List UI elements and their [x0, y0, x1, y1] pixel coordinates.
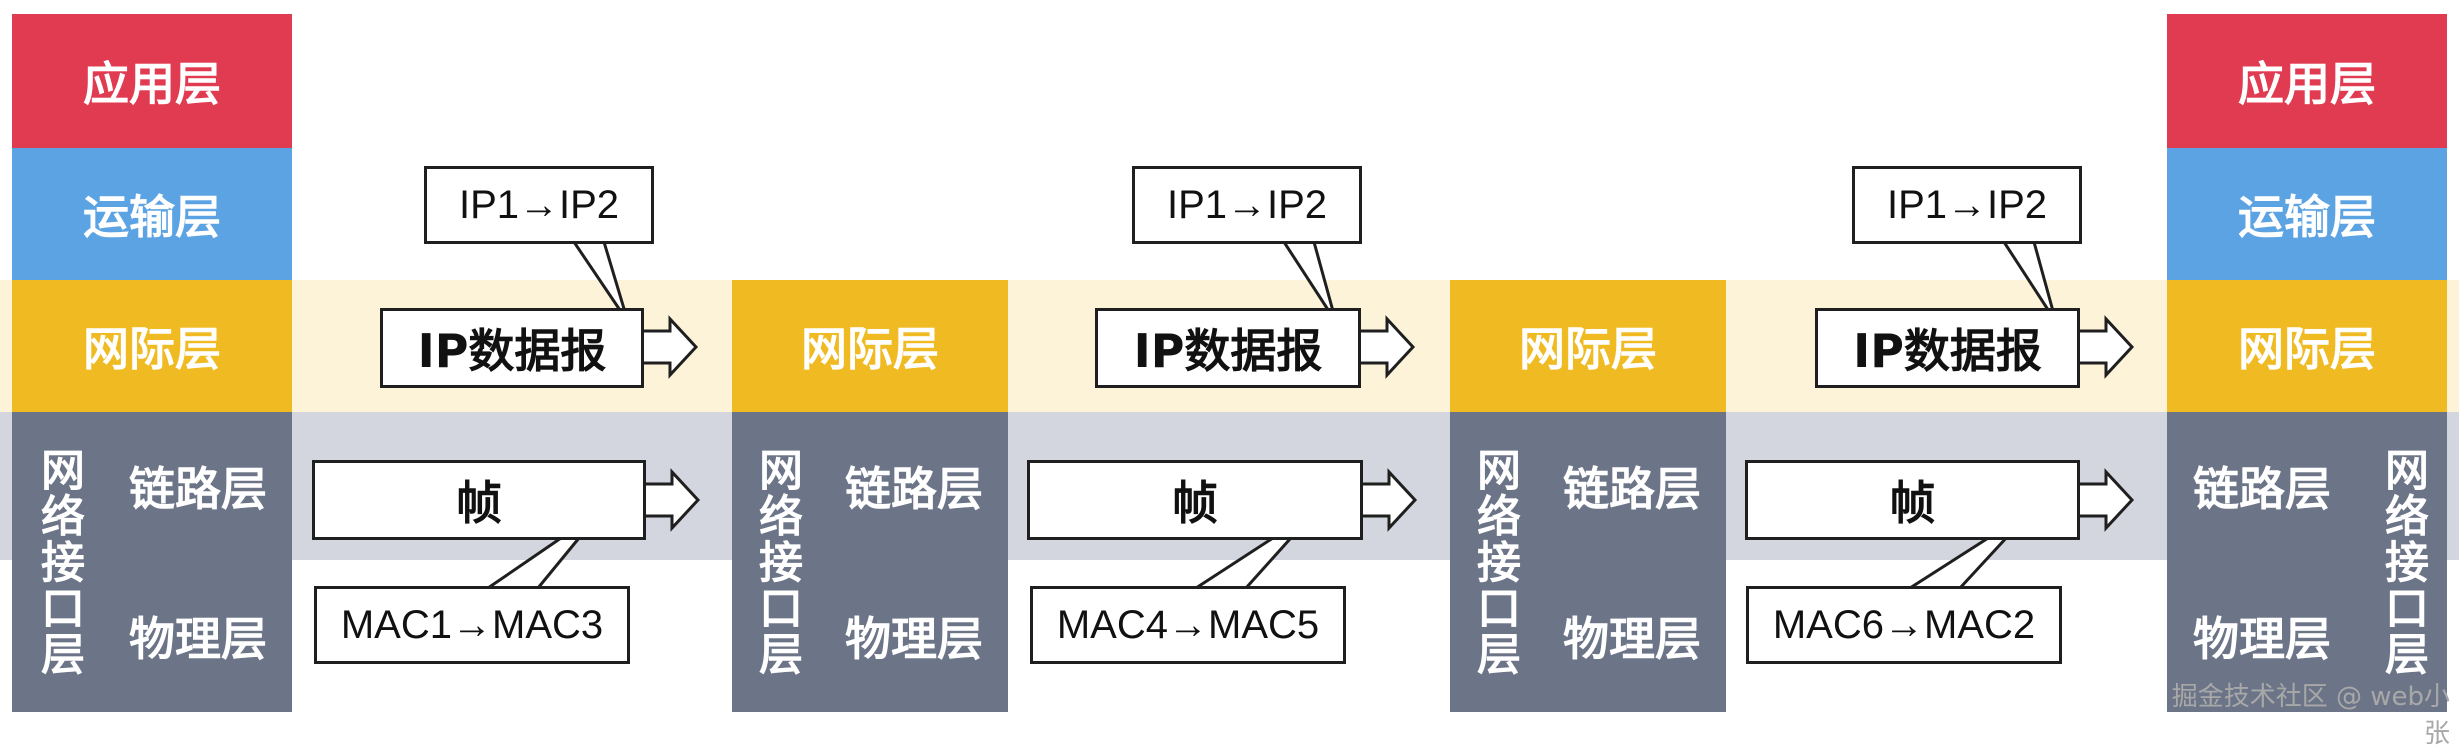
right-physical-layer: 物理层 [2167, 560, 2357, 712]
left-link-layer: 链路层 [104, 412, 292, 560]
right-transport-layer: 运输层 [2167, 148, 2447, 280]
router1-network-interface-layer: 网络接口层 [732, 412, 820, 712]
ip-arrow-1-head [640, 315, 699, 379]
right-network-interface-layer: 网络接口层 [2357, 412, 2447, 712]
ip-datagram-hop3: IP数据报 [1815, 308, 2080, 388]
ip-address-label-hop3: IP1→IP2 [1852, 166, 2082, 244]
frame-arrow-1-head [642, 468, 701, 532]
ip-address-label-hop1: IP1→IP2 [424, 166, 654, 244]
left-network-interface-layer: 网络接口层 [12, 412, 104, 712]
mac-address-label-hop1: MAC1→MAC3 [314, 586, 630, 664]
left-transport-layer: 运输层 [12, 148, 292, 280]
ip-arrow-3-head [2076, 315, 2135, 379]
router2-physical-layer: 物理层 [1538, 560, 1726, 712]
frame-arrow-2-head [1359, 468, 1418, 532]
left-application-layer: 应用层 [12, 14, 292, 148]
watermark-text: 掘金技术社区 @ web小张 [2171, 682, 2450, 749]
router1-network-layer: 网际层 [732, 280, 1008, 412]
mac-address-label-hop3: MAC6→MAC2 [1746, 586, 2062, 664]
ip-datagram-hop1: IP数据报 [380, 308, 644, 388]
ip-address-label-hop2: IP1→IP2 [1132, 166, 1362, 244]
router1-physical-layer: 物理层 [820, 560, 1008, 712]
router2-link-layer: 链路层 [1538, 412, 1726, 560]
right-network-layer: 网际层 [2167, 280, 2447, 412]
left-physical-layer: 物理层 [104, 560, 292, 712]
frame-hop3: 帧 [1745, 460, 2080, 540]
right-application-layer: 应用层 [2167, 14, 2447, 148]
ip-datagram-hop2: IP数据报 [1095, 308, 1361, 388]
left-network-layer: 网际层 [12, 280, 292, 412]
router1-link-layer: 链路层 [820, 412, 1008, 560]
mac-address-label-hop2: MAC4→MAC5 [1030, 586, 1346, 664]
frame-hop2: 帧 [1027, 460, 1363, 540]
router2-network-interface-layer: 网络接口层 [1450, 412, 1538, 712]
right-link-layer: 链路层 [2167, 412, 2357, 560]
frame-arrow-3-head [2076, 468, 2135, 532]
frame-hop1: 帧 [312, 460, 646, 540]
ip-arrow-2-head [1357, 315, 1416, 379]
router2-network-layer: 网际层 [1450, 280, 1726, 412]
